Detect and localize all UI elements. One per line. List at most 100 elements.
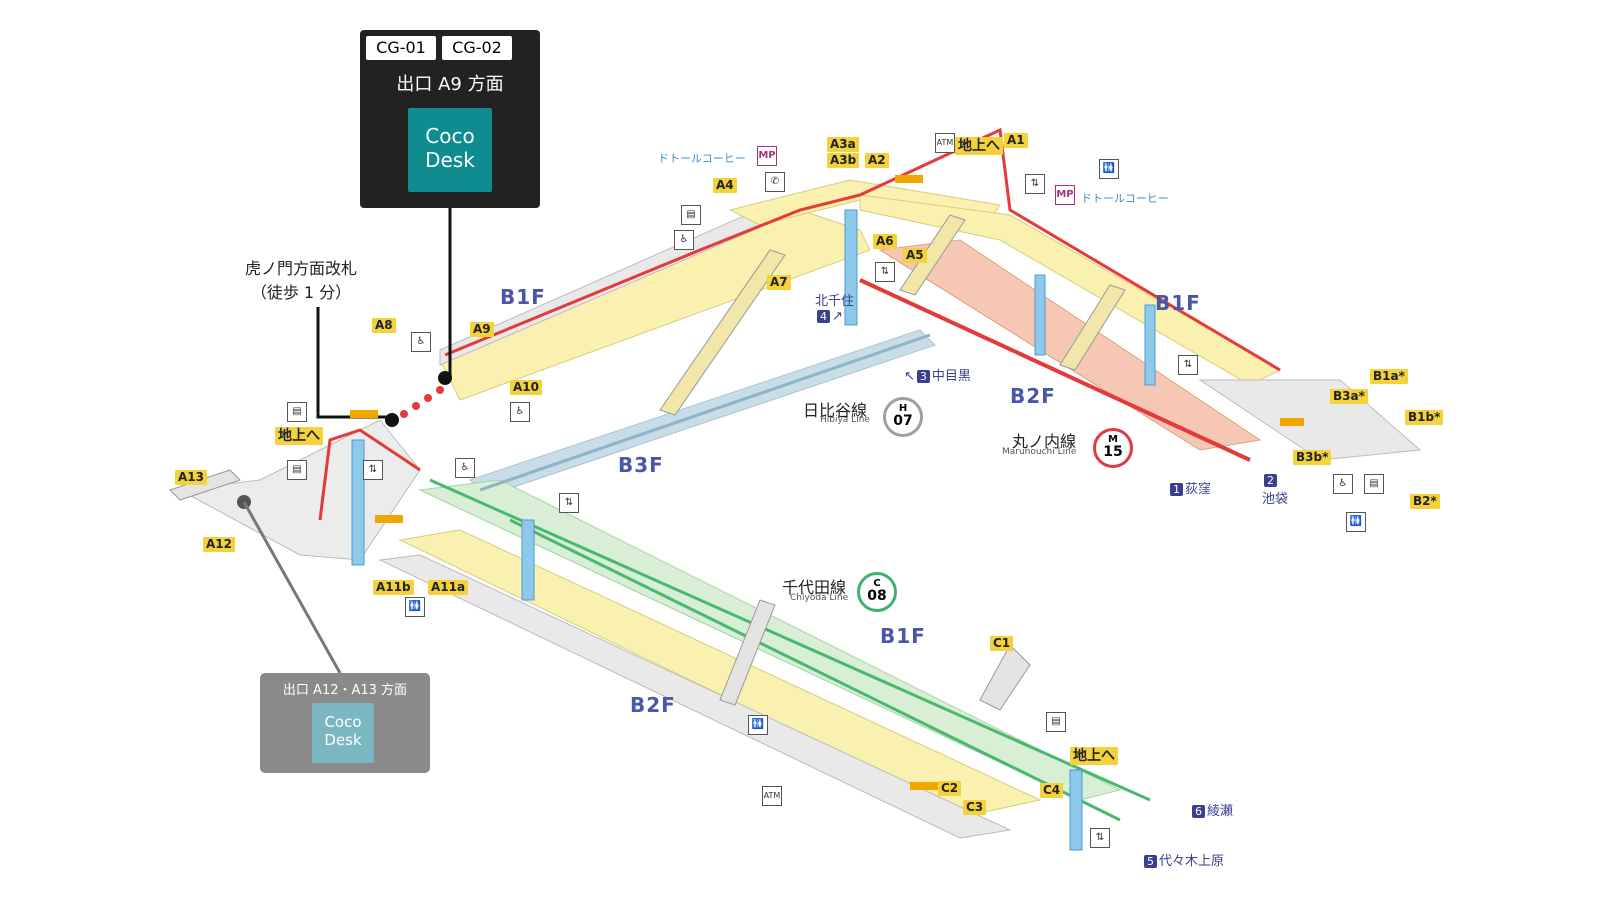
hibiya-line-name: 日比谷線 xyxy=(803,401,868,420)
elevator-icon-a6: ⇅ xyxy=(875,262,895,282)
callout-exit-a9: CG-01 CG-02 出口 A9 方面 Coco Desk xyxy=(360,30,540,208)
ticket-machine-icon-west: ▤ xyxy=(287,402,307,422)
chiyoda-badge-letter: C xyxy=(873,578,881,589)
exit-a11a[interactable]: A11a xyxy=(428,580,469,595)
callout-leader-secondary xyxy=(242,501,342,674)
to-ground-bottom[interactable]: 地上へ xyxy=(1070,747,1118,765)
exit-a11b[interactable]: A11b xyxy=(373,580,414,595)
to-ground-top[interactable]: 地上へ xyxy=(955,137,1003,155)
elevator-east-1 xyxy=(1034,274,1046,356)
exit-b3b[interactable]: B3b* xyxy=(1293,450,1332,465)
exit-b1b[interactable]: B1b* xyxy=(1405,410,1444,425)
exit-a8[interactable]: A8 xyxy=(372,318,396,333)
b-exit-concourse xyxy=(1198,379,1422,461)
exit-b1a[interactable]: B1a* xyxy=(1370,369,1408,384)
red-route-north xyxy=(859,127,1281,372)
callout-exit-a12-a13: 出口 A12・A13 方面 Coco Desk xyxy=(260,673,430,773)
exit-a3b[interactable]: A3b xyxy=(827,153,860,168)
hibiya-line-badge: H 07 xyxy=(883,397,923,437)
direction-kitasenju: 北千住 4↗ xyxy=(815,290,854,324)
ticket-machine-icon-c: ▤ xyxy=(1046,712,1066,732)
exit-a10[interactable]: A10 xyxy=(510,380,542,395)
coco-desk-logo-top: Coco xyxy=(425,124,475,148)
stairs-c1 xyxy=(979,644,1031,711)
marunouchi-badge-letter: M xyxy=(1108,434,1118,445)
exit-a2[interactable]: A2 xyxy=(865,153,889,168)
ticket-machine-icon-b: ▤ xyxy=(1364,474,1384,494)
exit-b2[interactable]: B2* xyxy=(1410,494,1440,509)
exit-a4[interactable]: A4 xyxy=(713,178,737,193)
elevator-icon-chiyoda: ⇅ xyxy=(559,493,579,513)
ticket-gate-c2 xyxy=(910,782,938,790)
elevator-c4 xyxy=(1069,769,1083,851)
doutor-coffee-left: ドトールコーヒー xyxy=(658,152,746,165)
elevator-icon-a1: ⇅ xyxy=(1025,174,1045,194)
exit-a3a[interactable]: A3a xyxy=(827,137,859,152)
ogikubo-num: 1 xyxy=(1170,483,1183,496)
chiyoda-line-name-en: Chiyoda Line xyxy=(790,593,849,603)
ikebukuro-num: 2 xyxy=(1264,474,1277,487)
to-ground-left[interactable]: 地上へ xyxy=(275,427,323,445)
doutor-coffee-right: ドトールコーヒー xyxy=(1081,192,1169,205)
chiyoda-b1f-platform xyxy=(418,479,1122,801)
exit-c4[interactable]: C4 xyxy=(1040,783,1064,798)
exit-a5[interactable]: A5 xyxy=(903,248,927,263)
coco-desk-secondary-bottom: Desk xyxy=(324,731,362,749)
wheelchair-icon-b: ♿ xyxy=(1333,474,1353,494)
chiyoda-track-2 xyxy=(509,518,1121,822)
yoyogiuehara-name: 代々木上原 xyxy=(1159,854,1225,869)
floor-b1f-chiyoda: B1F xyxy=(880,624,926,648)
marunouchi-track xyxy=(859,278,1251,462)
exit-b3a[interactable]: B3a* xyxy=(1330,389,1368,404)
direction-ikebukuro: 2 池袋 xyxy=(1262,473,1288,507)
marunouchi-line-name-en: Marunouchi Line xyxy=(1002,447,1077,457)
floor-b1f-east: B1F xyxy=(1155,291,1201,315)
ticket-gate-b3 xyxy=(1280,418,1304,426)
yoyogiuehara-num: 5 xyxy=(1144,855,1157,868)
stairs-chiyoda xyxy=(719,599,776,706)
marunouchi-line-badge: M 15 xyxy=(1093,428,1133,468)
ticket-machine-icon-a4: ▤ xyxy=(681,205,701,225)
elevator-a6 xyxy=(844,209,858,326)
exit-a12[interactable]: A12 xyxy=(203,537,235,552)
gate-label-line2: （徒歩 1 分） xyxy=(250,283,352,302)
ticket-machine-icon-hub: ▤ xyxy=(287,460,307,480)
restroom-icon-a11: 🚻 xyxy=(405,597,425,617)
exit-a6[interactable]: A6 xyxy=(873,234,897,249)
exit-c3[interactable]: C3 xyxy=(963,800,987,815)
coco-desk-logo-secondary: Coco Desk xyxy=(312,703,374,763)
ticket-gate-a9 xyxy=(350,410,378,418)
callout-code-1: CG-01 xyxy=(366,36,436,60)
exit-a7[interactable]: A7 xyxy=(767,275,791,290)
elevator-icon-c4: ⇅ xyxy=(1090,828,1110,848)
hibiya-badge-letter: H xyxy=(898,403,908,414)
exit-a13[interactable]: A13 xyxy=(175,470,207,485)
restroom-icon-top: 🚻 xyxy=(1099,159,1119,179)
callout-secondary-heading: 出口 A12・A13 方面 xyxy=(282,683,408,698)
chiyoda-badge-code: 08 xyxy=(867,588,887,604)
ticket-gate-hub xyxy=(375,515,403,523)
exit-c2[interactable]: C2 xyxy=(938,781,962,796)
mp-icon-right: MP xyxy=(1055,185,1075,205)
exit-a1[interactable]: A1 xyxy=(1004,133,1028,148)
elevator-icon-east: ⇅ xyxy=(1178,355,1198,375)
ogikubo-name: 荻窪 xyxy=(1185,482,1212,497)
elevator-hub xyxy=(351,439,365,566)
stairs-a7 xyxy=(659,249,786,416)
wheelchair-icon-a7: ♿ xyxy=(674,230,694,250)
arrow-up-right-icon: ↗ xyxy=(832,309,843,324)
chiyoda-b2f-concourse xyxy=(398,529,1042,816)
atm-icon-top: ATM xyxy=(935,133,955,153)
ayase-name: 綾瀬 xyxy=(1207,804,1234,819)
exit-a9[interactable]: A9 xyxy=(470,322,494,337)
mp-icon-left: MP xyxy=(757,146,777,166)
elevator-chiyoda xyxy=(521,519,535,601)
coco-desk-logo-bottom: Desk xyxy=(425,148,475,172)
exit-c1[interactable]: C1 xyxy=(990,636,1014,651)
kitasenju-name: 北千住 xyxy=(815,294,855,309)
chiyoda-track-1 xyxy=(429,478,1151,802)
